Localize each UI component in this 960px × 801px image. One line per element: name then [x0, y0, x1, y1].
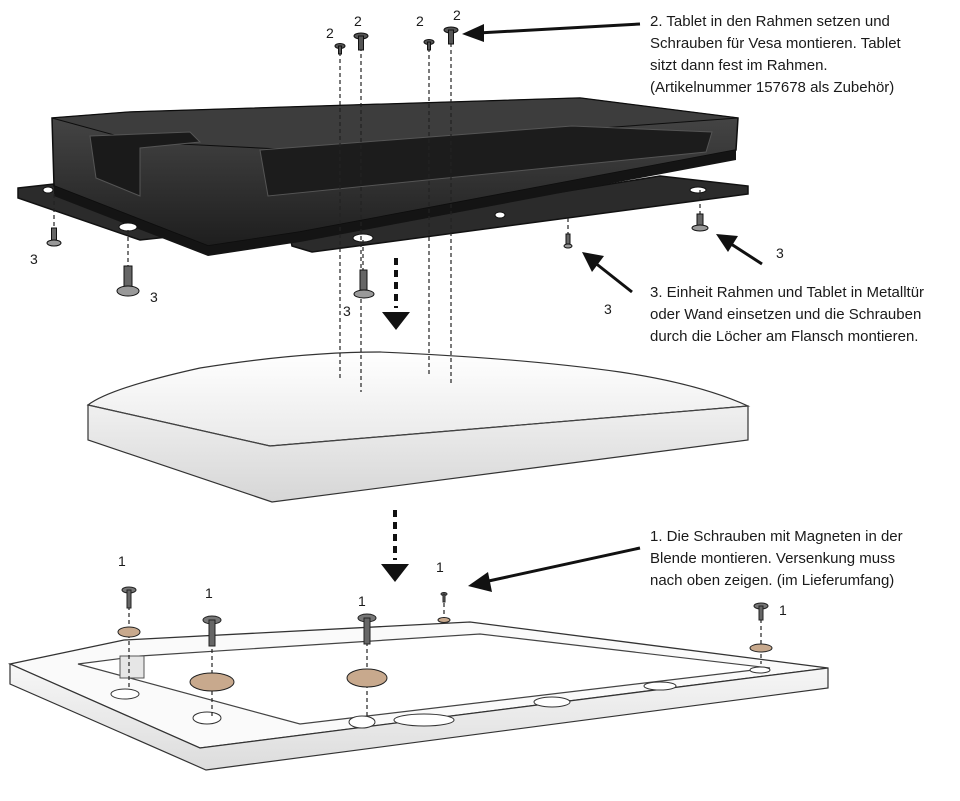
bezel-hole	[110, 688, 140, 700]
screw-icon	[353, 269, 375, 299]
callout-arrow-icon	[716, 234, 763, 266]
tablet	[86, 351, 751, 503]
tablet-top	[86, 351, 751, 447]
callout-arrow-icon	[468, 546, 641, 592]
bezel-hole	[533, 696, 571, 708]
bezel-hole	[348, 715, 376, 729]
callout-arrow-icon	[582, 252, 633, 294]
note-line: (Artikelnummer 157678 als Zubehör)	[650, 79, 894, 96]
bezel-hole	[749, 666, 771, 674]
screw-icon	[46, 227, 62, 247]
step-number-labels: 2 2 2 2 3 3 3 3 3 1 1 1 1 1	[30, 7, 787, 618]
screw-icon	[334, 43, 346, 55]
screws-flange	[46, 213, 709, 299]
magnet-screw-icon	[117, 586, 141, 638]
note-line: 1. Die Schrauben mit Magneten in der	[650, 528, 903, 545]
magnet-screw-icon	[749, 602, 773, 653]
step-label: 1	[205, 585, 213, 601]
step-label: 3	[343, 303, 351, 319]
step-label: 3	[30, 251, 38, 267]
bezel-notch	[119, 655, 145, 679]
bezel-slot	[393, 713, 455, 727]
step-label: 3	[776, 245, 784, 261]
note-line: 3. Einheit Rahmen und Tablet in Metalltü…	[650, 284, 924, 301]
mounting-frame	[17, 97, 749, 256]
screw-icon	[423, 39, 435, 51]
screws-vesa	[334, 26, 459, 55]
flange-slot	[118, 222, 138, 232]
frame-recess-left	[89, 131, 202, 197]
flange-slot	[494, 211, 506, 219]
note-line: durch die Löcher am Flansch montieren.	[650, 328, 918, 345]
screw-icon	[563, 233, 573, 249]
note-line: 2. Tablet in den Rahmen setzen und	[650, 13, 890, 30]
note-line: nach oben zeigen. (im Lieferumfang)	[650, 572, 894, 589]
note-step1: 1. Die Schrauben mit Magneten in der Ble…	[650, 528, 903, 589]
step-label: 2	[326, 25, 334, 41]
step-label: 3	[150, 289, 158, 305]
note-step2: 2. Tablet in den Rahmen setzen und Schra…	[650, 13, 902, 96]
bezel-hole	[192, 711, 222, 725]
step-label: 1	[436, 559, 444, 575]
bezel	[7, 621, 829, 771]
step-label: 2	[354, 13, 362, 29]
step-label: 3	[604, 301, 612, 317]
down-arrow-icon	[382, 258, 410, 330]
flange-slot	[689, 186, 707, 194]
note-line: sitzt dann fest im Rahmen.	[650, 57, 828, 74]
step-label: 1	[358, 593, 366, 609]
down-arrow-icon	[381, 510, 409, 582]
note-line: oder Wand einsetzen und die Schrauben	[650, 306, 921, 323]
frame-recess	[259, 125, 713, 197]
step-label: 1	[118, 553, 126, 569]
magnet-screw-icon	[346, 613, 388, 688]
note-line: Blende montieren. Versenkung muss	[650, 550, 895, 567]
screw-icon	[353, 32, 369, 51]
bezel-hole	[643, 681, 677, 691]
screw-icon	[443, 26, 459, 45]
step-label: 2	[453, 7, 461, 23]
step-label: 2	[416, 13, 424, 29]
flange-slot	[42, 186, 54, 194]
screws-magnets	[117, 586, 773, 692]
screw-icon	[691, 213, 709, 232]
callout-arrow-icon	[462, 22, 641, 42]
magnet-screw-icon	[437, 592, 451, 623]
note-line: Schrauben für Vesa montieren. Tablet	[650, 35, 902, 52]
screw-icon	[116, 265, 140, 297]
frame-flange-right	[289, 175, 749, 253]
note-step3: 3. Einheit Rahmen und Tablet in Metalltü…	[650, 284, 924, 345]
bezel-side	[9, 663, 829, 771]
magnet-screw-icon	[189, 615, 235, 692]
step-label: 1	[779, 602, 787, 618]
